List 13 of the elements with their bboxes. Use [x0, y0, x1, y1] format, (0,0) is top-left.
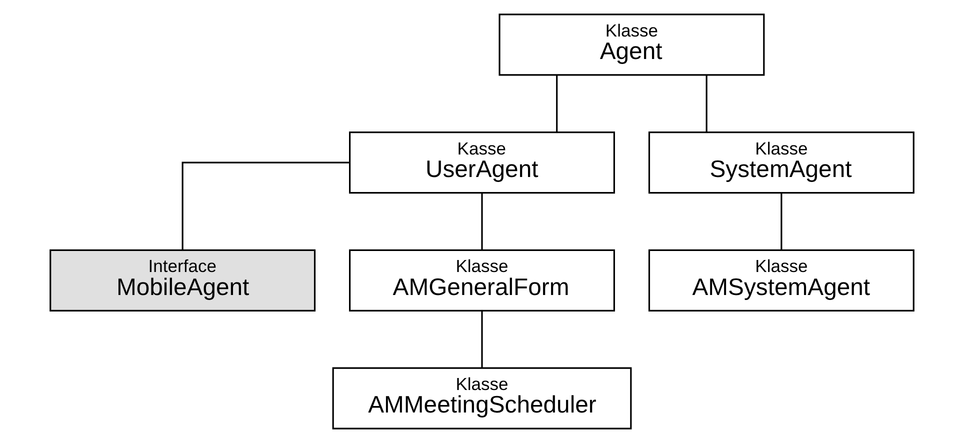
node-box: Interface MobileAgent [49, 249, 316, 312]
node-box: Klasse AMMeetingScheduler [332, 367, 632, 430]
node-box: Klasse AMSystemAgent [648, 249, 914, 312]
node-box: Klasse AMGeneralForm [348, 249, 614, 312]
node-box: Klasse SystemAgent [648, 132, 914, 194]
connector [705, 75, 707, 132]
connector [480, 310, 482, 368]
node-box: Kasse UserAgent [348, 132, 614, 194]
node-box: Klasse Agent [498, 14, 764, 76]
connector [480, 192, 482, 250]
connector [181, 162, 350, 250]
connector [780, 192, 782, 250]
connector [556, 75, 558, 132]
